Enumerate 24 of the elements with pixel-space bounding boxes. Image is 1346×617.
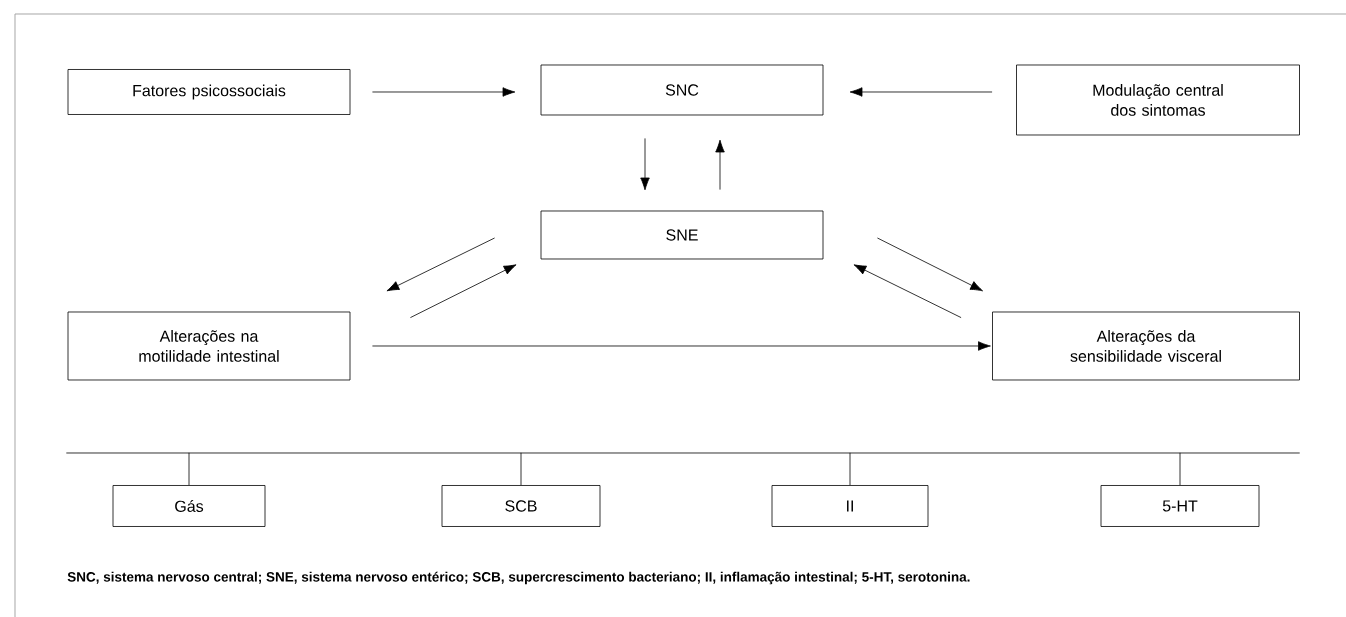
text-box: SNC	[540, 64, 824, 116]
text-box: Alterações da sensibilidade visceral	[992, 311, 1300, 381]
arrow	[853, 264, 962, 318]
connector-line	[188, 452, 190, 486]
arrow	[372, 87, 516, 97]
arrow	[877, 237, 983, 292]
text-box: Alterações na motilidade intestinal	[67, 311, 351, 381]
arrow	[410, 264, 517, 318]
arrow	[386, 237, 495, 292]
text-box: Fatores psicossociais	[67, 69, 351, 115]
caption: SNC, sistema nervoso central; SNE, sistema nervoso entérico; SCB, supercrescimento bacteriano; II, inflamação intestinal; 5-HT, serotonina.	[67, 571, 970, 585]
arrow	[640, 138, 650, 191]
text-box: SNE	[540, 210, 824, 260]
text-box: II	[771, 485, 929, 527]
connector-line	[849, 452, 851, 486]
text-box: SCB	[441, 485, 601, 527]
text-box: Gás	[112, 485, 266, 527]
text-box: Modulação central dos sintomas	[1016, 64, 1300, 136]
arrow	[849, 87, 993, 97]
connector-line	[520, 452, 522, 486]
connector-line	[1179, 452, 1181, 486]
arrow	[372, 341, 991, 351]
text-box: 5-HT	[1100, 485, 1260, 527]
arrow	[715, 139, 725, 190]
